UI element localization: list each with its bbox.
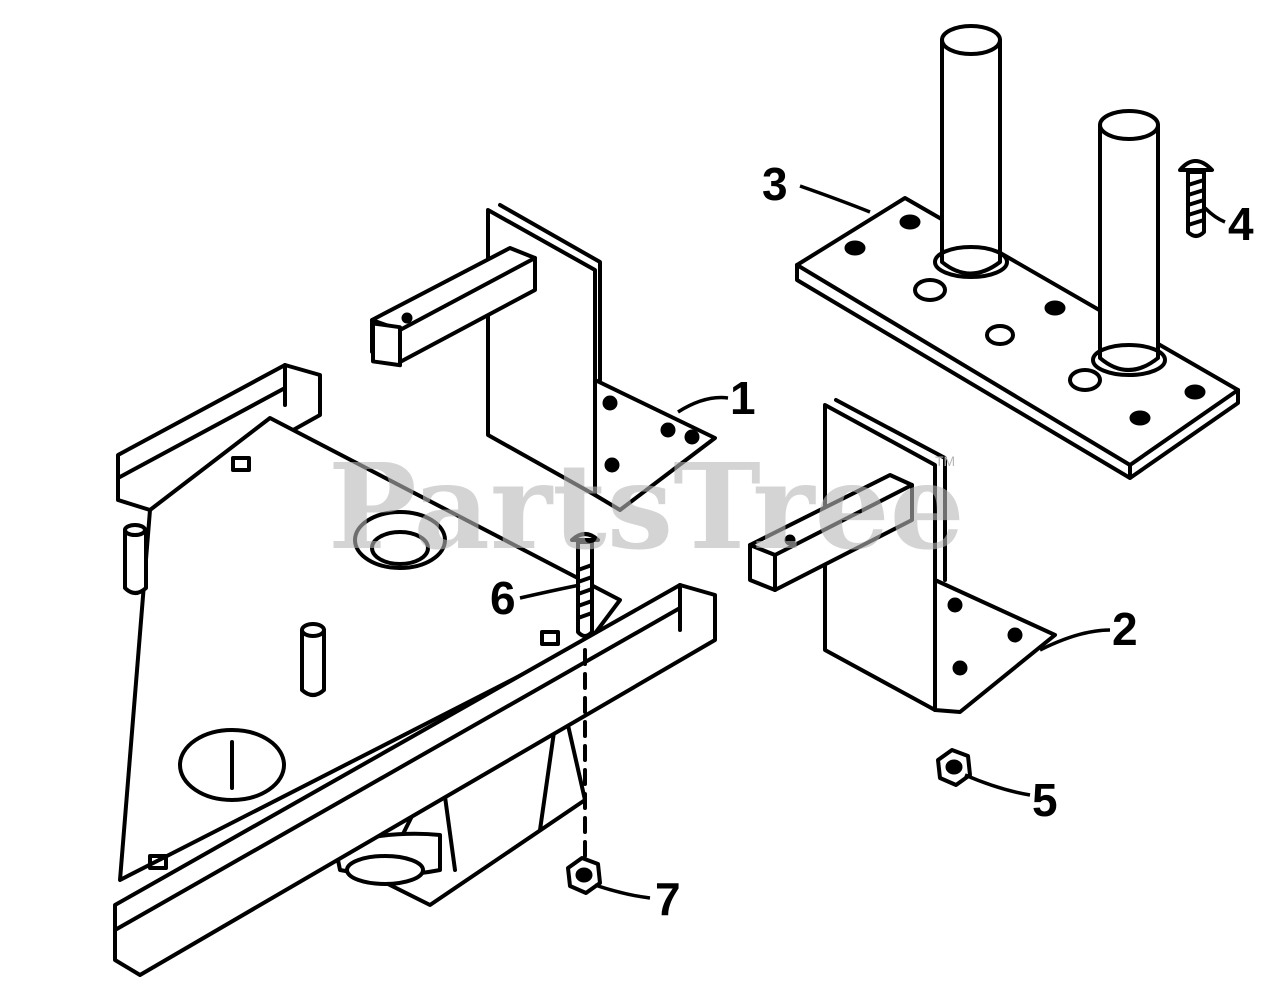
watermark-trademark: TM [935,453,955,469]
frame-assembly [113,363,717,977]
nut-part-7 [566,856,602,895]
callout-6: 6 [490,572,516,624]
bolt-part-4 [1178,159,1214,238]
bracket-part-1 [370,203,717,512]
callout-1: 1 [730,372,756,424]
leader-1 [677,395,729,414]
nut-part-5 [936,748,972,787]
callout-4: 4 [1228,198,1254,250]
leader-3 [799,184,871,214]
leader-lines [519,184,1226,900]
callout-7: 7 [655,873,681,925]
callout-2: 2 [1112,603,1138,655]
bolt-part-6 [570,532,600,862]
leader-7 [594,883,651,900]
bracket-part-2 [748,398,1057,714]
callout-5: 5 [1032,774,1058,826]
watermark: PartsTree TM [328,437,965,576]
leader-2 [1039,628,1111,652]
leader-6 [519,583,581,600]
plate-part-3 [795,24,1240,480]
watermark-text: PartsTree [328,437,965,576]
leader-5 [964,773,1031,797]
leader-4 [1203,206,1226,224]
callouts: 1 2 3 4 5 6 7 [490,158,1254,925]
callout-3: 3 [762,158,788,210]
